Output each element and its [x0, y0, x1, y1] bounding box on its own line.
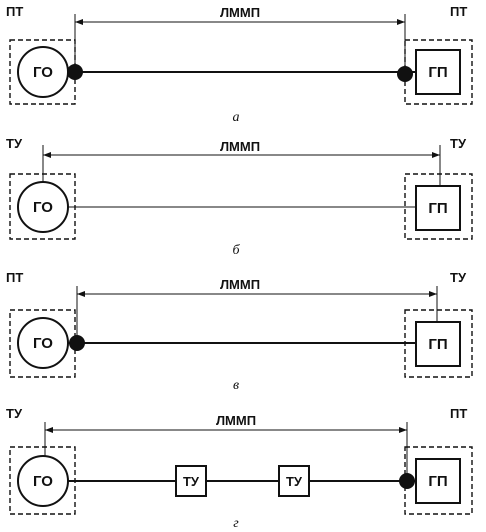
source-label: ГО: [33, 473, 53, 490]
span-label: ЛММП: [216, 413, 256, 428]
diagram-a: ПТ ПТ ЛММП ГО ГП а: [6, 4, 473, 125]
left-arrowhead: [77, 291, 85, 297]
receiver-label: ГП: [428, 200, 447, 217]
diagram-b: ТУ ТУ ЛММП ГО ГП б: [6, 136, 473, 258]
left-junction-dot: [67, 64, 83, 80]
left-tag: ПТ: [6, 4, 23, 19]
right-tag: ПТ: [450, 406, 467, 421]
intermediate-box-2-label: ТУ: [286, 474, 303, 489]
receiver-box: [415, 458, 461, 504]
span-label: ЛММП: [220, 5, 260, 20]
source-label: ГО: [33, 64, 53, 81]
left-tag: ТУ: [6, 406, 23, 421]
source-label: ГО: [33, 335, 53, 352]
receiver-box: [415, 185, 461, 231]
intermediate-box-1-label: ТУ: [183, 474, 200, 489]
caption: в: [233, 378, 239, 393]
left-tag: ПТ: [6, 270, 23, 285]
right-tag: ТУ: [450, 136, 467, 151]
right-junction-dot: [397, 66, 413, 82]
receiver-box: [415, 49, 461, 95]
left-arrowhead: [43, 152, 51, 158]
diagram-v: ПТ ТУ ЛММП ГО ГП в: [6, 270, 473, 393]
right-arrowhead: [397, 19, 405, 25]
right-arrowhead: [429, 291, 437, 297]
receiver-box: [415, 321, 461, 367]
receiver-label: ГП: [428, 336, 447, 353]
caption: г: [233, 516, 239, 531]
receiver-label: ГП: [428, 64, 447, 81]
caption: б: [232, 243, 240, 258]
left-arrowhead: [45, 427, 53, 433]
intermediate-box-1: [175, 465, 207, 497]
right-arrowhead: [432, 152, 440, 158]
span-label: ЛММП: [220, 139, 260, 154]
right-arrowhead: [399, 427, 407, 433]
right-tag: ТУ: [450, 270, 467, 285]
source-label: ГО: [33, 199, 53, 216]
right-junction-dot: [399, 473, 415, 489]
receiver-dashed-enclosure: [404, 39, 473, 105]
intermediate-box-2: [278, 465, 310, 497]
receiver-label: ГП: [428, 473, 447, 490]
source-circle: [17, 317, 69, 369]
left-tag: ТУ: [6, 136, 23, 151]
receiver-dashed-enclosure: [404, 173, 473, 240]
left-junction-dot: [69, 335, 85, 351]
span-label: ЛММП: [220, 277, 260, 292]
caption: а: [233, 110, 240, 125]
source-circle: [17, 181, 69, 233]
diagram-g: ТУ ПТ ЛММП ГО ТУ ТУ ГП г: [6, 406, 473, 531]
left-arrowhead: [75, 19, 83, 25]
source-circle: [17, 455, 69, 507]
right-tag: ПТ: [450, 4, 467, 19]
